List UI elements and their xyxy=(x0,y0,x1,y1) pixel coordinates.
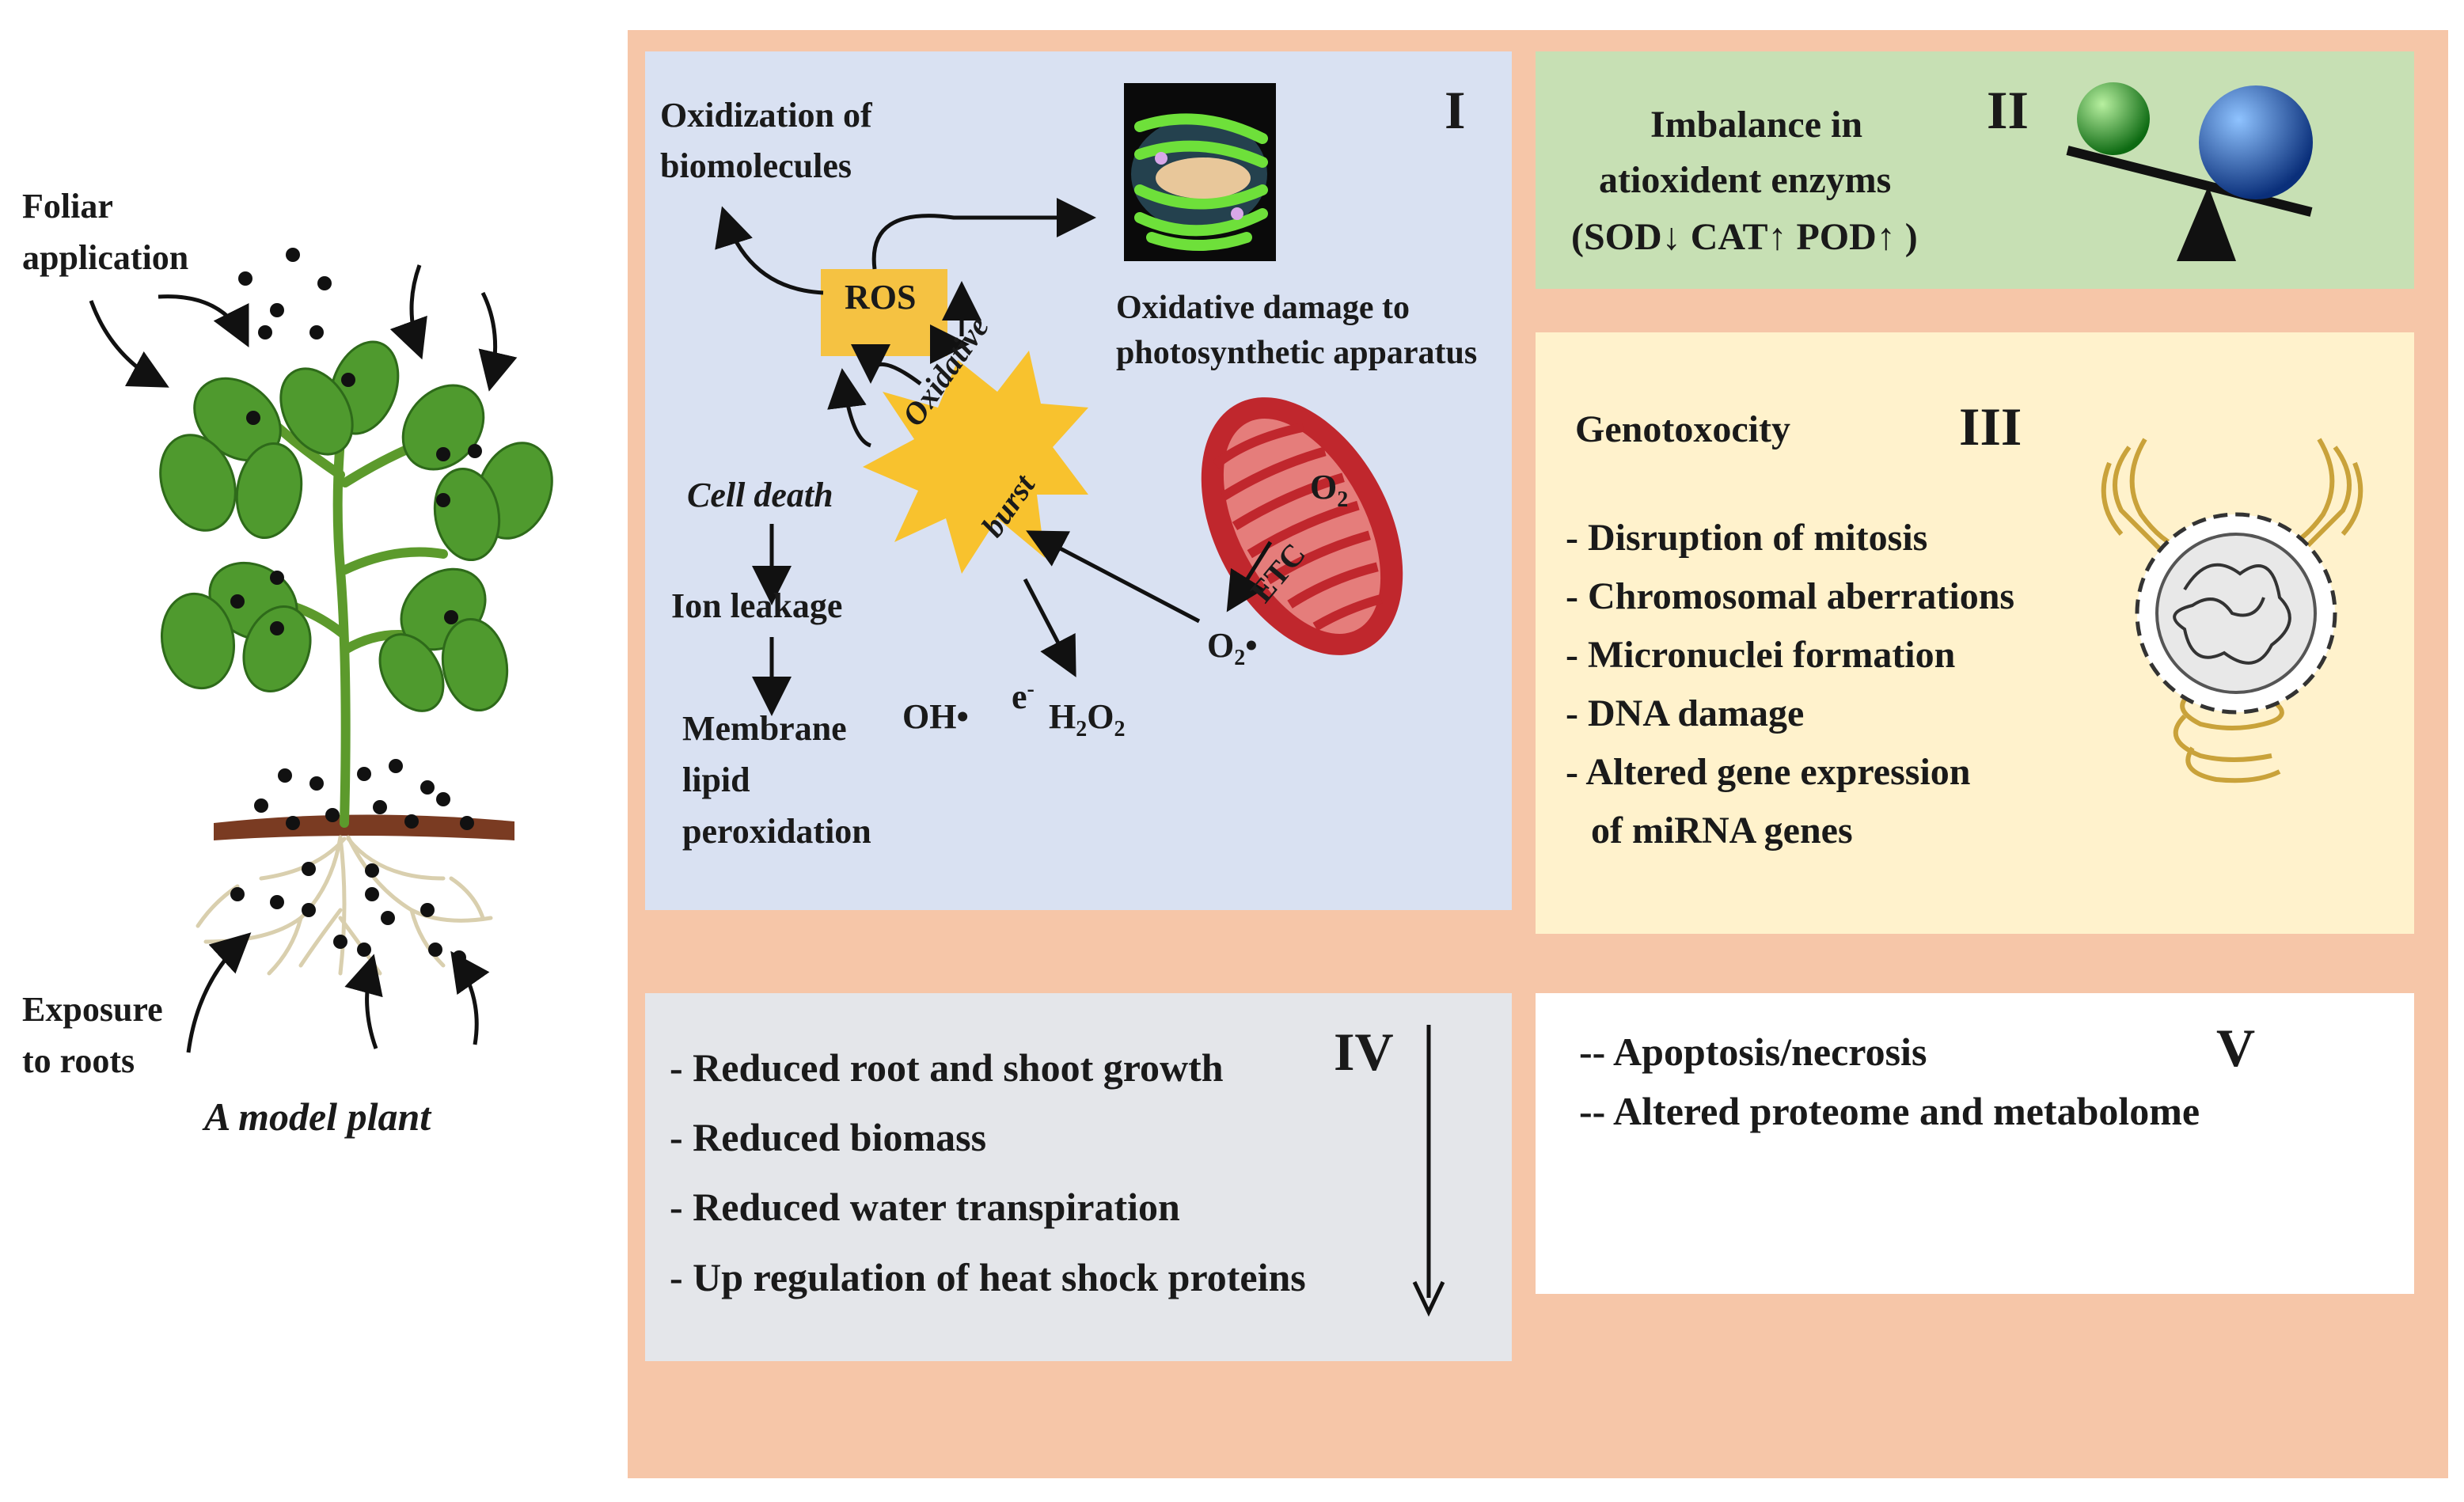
growth-item-1: - Reduced root and shoot growth xyxy=(670,1045,1224,1090)
genotox-item-4: - DNA damage xyxy=(1566,692,1805,734)
sod-label: (SOD xyxy=(1571,216,1662,258)
ros-label: ROS xyxy=(845,278,917,317)
genotox-item-3: - Micronuclei formation xyxy=(1566,634,1956,676)
panel-v xyxy=(1536,993,2414,1294)
oxidization-label-2: biomolecules xyxy=(660,146,852,185)
growth-item-4: - Up regulation of heat shock proteins xyxy=(670,1255,1306,1299)
panel-i-numeral: I xyxy=(1445,80,1466,140)
membrane-label-2: lipid xyxy=(682,760,750,799)
panel-v-numeral: V xyxy=(2216,1018,2256,1078)
o2-label: O2 xyxy=(1310,468,1349,512)
genotoxicity-title: Genotoxocity xyxy=(1575,408,1790,450)
genotox-item-1: - Disruption of mitosis xyxy=(1566,517,1928,559)
down-arrow-icon xyxy=(1412,1025,1445,1317)
panel-iv xyxy=(645,993,1512,1361)
cell-nucleus-icon xyxy=(2101,438,2363,783)
growth-item-3: - Reduced water transpiration xyxy=(670,1185,1180,1229)
cellular-item-2: -- Altered proteome and metabolome xyxy=(1579,1089,2200,1133)
plant-caption: A model plant xyxy=(204,1094,431,1139)
panel-i-graphics xyxy=(715,83,1403,716)
foliar-label-2: application xyxy=(22,238,189,277)
imbalance-label-1: Imbalance in xyxy=(1650,104,1863,146)
cat-label: CAT xyxy=(1690,216,1768,258)
genotox-item-2: - Chromosomal aberrations xyxy=(1566,575,2015,617)
down-arrow-icon: ↓ xyxy=(1661,216,1681,258)
hydroxyl-label: OH• xyxy=(902,697,969,736)
up-arrow-icon: ↑ xyxy=(1767,216,1787,258)
genotox-item-5: - Altered gene expression xyxy=(1566,751,1971,793)
foliar-label-1: Foliar xyxy=(22,187,113,226)
h2o2-label: H2O2 xyxy=(1049,697,1126,742)
oxidization-label-1: Oxidization of xyxy=(660,96,872,135)
growth-item-2: - Reduced biomass xyxy=(670,1115,987,1159)
superoxide-label: O2• xyxy=(1207,626,1258,670)
genotox-item-6: of miRNA genes xyxy=(1591,810,1853,852)
panel-iii-numeral: III xyxy=(1959,396,2022,457)
imbalance-label-2: atioxident enzyms xyxy=(1599,159,1892,201)
oxidative-damage-label-1: Oxidative damage to xyxy=(1116,290,1410,326)
enzyme-line: (SOD↓ CAT↑ POD↑ ) xyxy=(1571,215,1918,259)
oxidative-damage-label-2: photosynthetic apparatus xyxy=(1116,335,1478,371)
panel-iv-numeral: IV xyxy=(1334,1022,1394,1082)
membrane-label-3: peroxidation xyxy=(682,812,871,851)
cellular-item-1: -- Apoptosis/necrosis xyxy=(1579,1030,1927,1074)
ion-leakage-label: Ion leakage xyxy=(671,586,843,625)
ros-box xyxy=(821,269,947,356)
roots-label-2: to roots xyxy=(22,1041,135,1080)
pod-label: POD xyxy=(1796,216,1877,258)
roots-label-1: Exposure xyxy=(22,990,163,1029)
panel-ii-numeral: II xyxy=(1987,80,2029,140)
oxidative-burst-star xyxy=(863,351,1088,574)
balance-scale-icon xyxy=(2066,82,2313,261)
up-arrow-icon: ↑ xyxy=(1876,216,1896,258)
cell-death-label: Cell death xyxy=(687,476,833,514)
mitochondrion xyxy=(1201,397,1403,655)
electron-label: e- xyxy=(1012,677,1035,716)
plant-illustration xyxy=(89,248,553,1053)
membrane-label-1: Membrane xyxy=(682,709,847,748)
close-paren: ) xyxy=(1904,216,1918,258)
